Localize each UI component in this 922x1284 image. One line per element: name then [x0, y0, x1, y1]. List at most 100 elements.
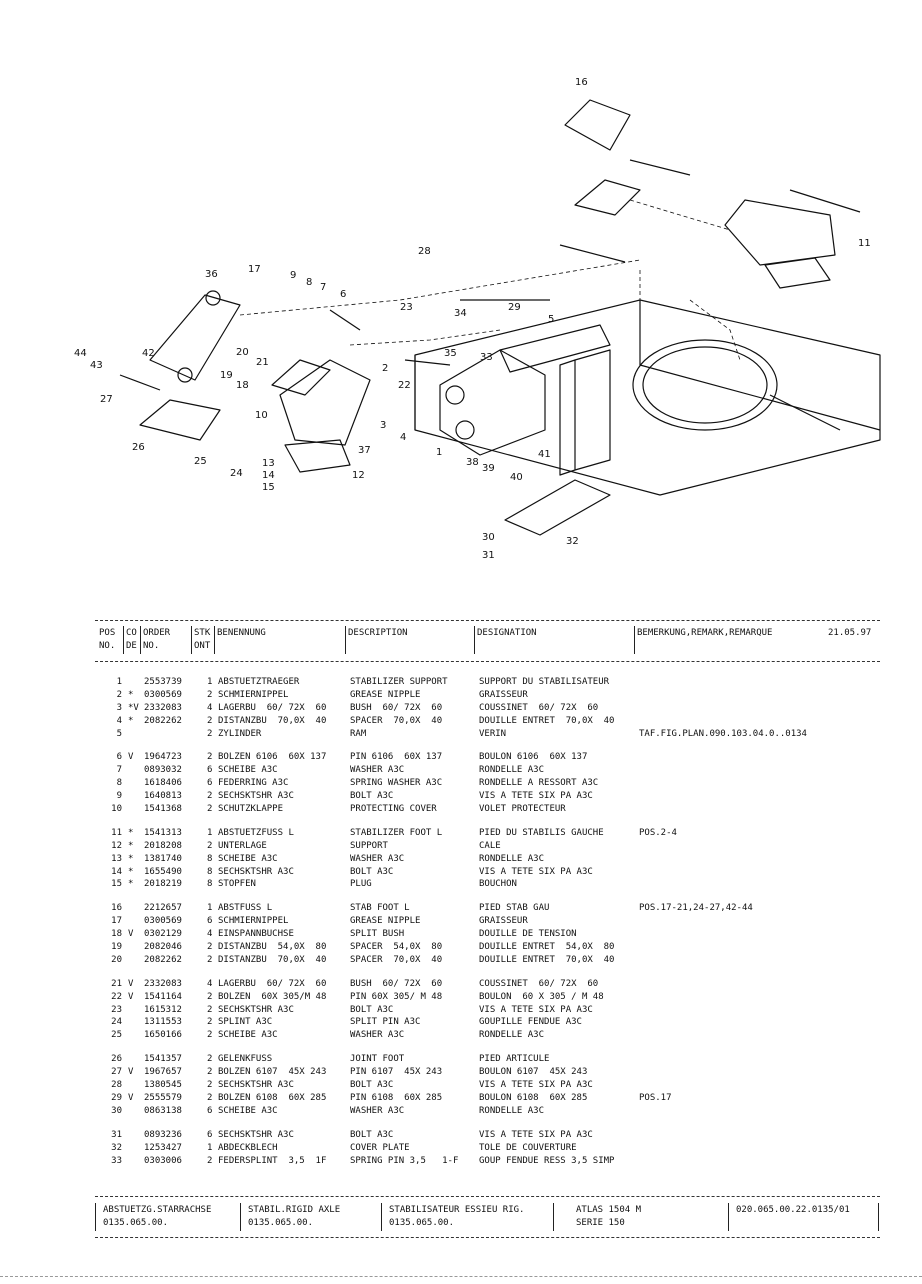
part-position: 4: [116, 715, 122, 726]
part-order-number: 1541313: [144, 827, 182, 838]
callout-17: 17: [248, 264, 261, 275]
part-name-en: STABILIZER SUPPORT: [350, 677, 448, 687]
part-name-fr: RONDELLE A RESSORT A3C: [479, 778, 599, 789]
callout-1: 1: [436, 447, 442, 458]
slewing-ring: [632, 339, 778, 431]
part-order-number: 0303006: [144, 1155, 182, 1166]
part-name-de: SECHSKTSHR A3C: [218, 1129, 294, 1140]
part-name-de: LAGERBU 60/ 72X 60: [218, 702, 327, 713]
part-name-en: WASHER A3C: [350, 1105, 405, 1116]
callout-4: 4: [400, 432, 406, 443]
part-name-fr: DOUILLE DE TENSION: [479, 929, 577, 940]
callout-38: 38: [466, 457, 479, 468]
part-order-number: 2212657: [144, 903, 182, 914]
part-position: 7: [116, 765, 122, 776]
part-name-en: SPACER 70,0X 40: [350, 715, 443, 726]
part-name-de: DISTANZBU 54,0X 80: [218, 942, 327, 953]
part-quantity: 1: [207, 903, 213, 914]
part-position: 32: [111, 1142, 122, 1153]
part-code: *: [128, 879, 134, 890]
part-position: 20: [111, 954, 122, 965]
part-quantity: 2: [207, 791, 213, 802]
callout-9: 9: [290, 270, 296, 281]
part-code: *: [128, 853, 134, 864]
callout-32: 32: [566, 536, 579, 547]
part-quantity: 4: [207, 929, 213, 940]
part-name-en: JOINT FOOT: [350, 1054, 405, 1065]
support-plate-right: [764, 257, 831, 289]
callout-29: 29: [508, 302, 521, 313]
part-quantity: 6: [207, 1105, 213, 1116]
part-name-fr: RONDELLE A3C: [479, 1105, 545, 1116]
part-remark: POS.17: [639, 1092, 672, 1103]
part-position: 33: [111, 1155, 122, 1166]
part-name-en: PIN 6108 60X 285: [350, 1092, 443, 1103]
part-name-en: SPLIT PIN A3C: [350, 1017, 421, 1028]
footer-divider: [240, 1203, 241, 1231]
callout-25: 25: [194, 456, 207, 467]
callout-24: 24: [230, 468, 243, 479]
part-name-fr: GRAISSEUR: [479, 916, 528, 927]
part-name-de: SCHEIBE A3C: [218, 1105, 278, 1116]
part-name-fr: DOUILLE ENTRET 54,0X 80: [479, 942, 615, 953]
part-order-number: 2553739: [144, 677, 182, 687]
part-name-en: BUSH 60/ 72X 60: [350, 978, 443, 989]
callout-42: 42: [142, 348, 155, 359]
part-order-number: 1253427: [144, 1142, 182, 1153]
part-name-en: SPRING WASHER A3C: [350, 778, 443, 789]
part-name-de: BOLZEN 6107 45X 243: [218, 1067, 327, 1078]
part-quantity: 2: [207, 752, 213, 763]
part-order-number: 1964723: [144, 752, 182, 763]
part-name-fr: RONDELLE A3C: [479, 853, 545, 864]
part-position: 14: [111, 866, 122, 877]
callout-11: 11: [858, 238, 871, 249]
part-name-fr: VIS A TETE SIX PA A3C: [479, 791, 593, 802]
part-name-fr: DOUILLE ENTRET 70,0X 40: [479, 715, 615, 726]
part-quantity: 4: [207, 978, 213, 989]
part-code: *: [128, 715, 134, 726]
part-code: *: [128, 866, 134, 877]
part-name-de: GELENKFUSS: [218, 1054, 273, 1065]
header-divider: [634, 626, 635, 654]
callout-43: 43: [90, 360, 103, 371]
part-name-de: BOLZEN 6108 60X 285: [218, 1092, 327, 1103]
callout-8: 8: [306, 277, 312, 288]
part-name-en: PROTECTING COVER: [350, 804, 437, 815]
part-name-en: SPLIT BUSH: [350, 929, 405, 940]
page-footer: ABSTUETZG.STARRACHSE 0135.065.00. STABIL…: [95, 1196, 880, 1238]
part-position: 15: [111, 879, 122, 890]
part-quantity: 2: [207, 1030, 213, 1041]
part-name-en: SPACER 54,0X 80: [350, 942, 443, 953]
part-position: 16: [111, 903, 122, 914]
callout-22: 22: [398, 380, 411, 391]
part-name-en: WASHER A3C: [350, 853, 405, 864]
part-name-en: GREASE NIPPLE: [350, 689, 421, 700]
part-order-number: 1967657: [144, 1067, 182, 1078]
part-order-number: 2018208: [144, 840, 182, 851]
part-name-fr: BOULON 6108 60X 285: [479, 1092, 588, 1103]
header-divider: [214, 626, 215, 654]
callout-12: 12: [352, 470, 365, 481]
part-order-number: 1618406: [144, 778, 182, 789]
callout-40: 40: [510, 472, 523, 483]
parts-table-header: POS NO. CO DE ORDER NO. STK ONT BENENNUN…: [95, 620, 880, 662]
part-name-fr: VOLET PROTECTEUR: [479, 804, 566, 815]
part-order-number: 2555579: [144, 1092, 182, 1103]
part-position: 30: [111, 1105, 122, 1116]
part-name-de: SCHEIBE A3C: [218, 1030, 278, 1041]
